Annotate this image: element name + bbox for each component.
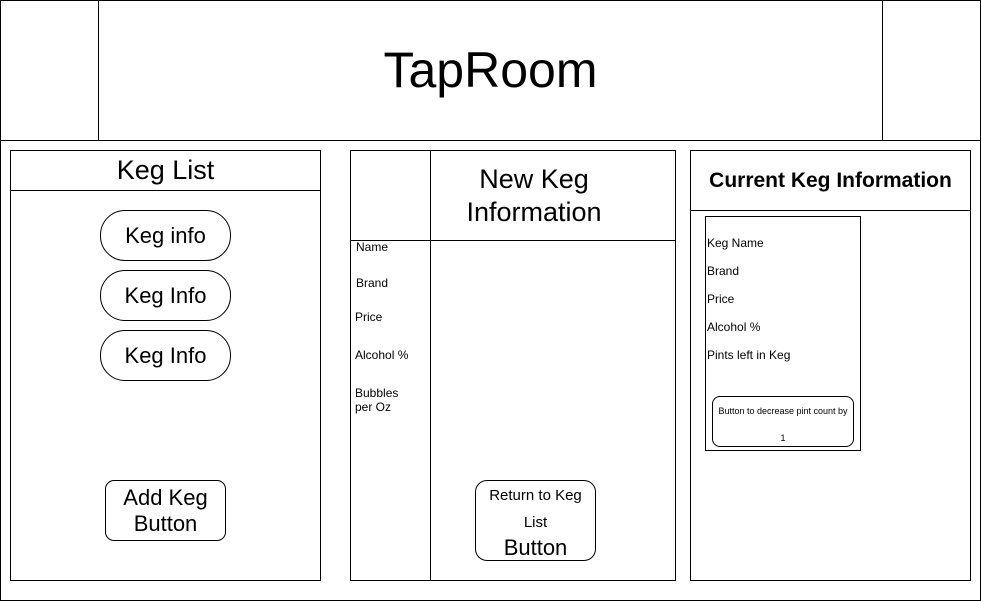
header-divider (0, 140, 981, 141)
current-keg-pints-label: Pints left in Keg (707, 348, 791, 362)
current-keg-alcohol-label: Alcohol % (707, 320, 761, 334)
new-keg-title-line1: New Keg (479, 163, 589, 194)
return-to-keg-list-button[interactable]: Return to Keg List Button (475, 480, 596, 561)
new-keg-title: New Keg Information (431, 151, 637, 240)
current-keg-name-label: Keg Name (707, 236, 764, 250)
decrease-pint-button[interactable]: Button to decrease pint count by 1 (712, 396, 854, 447)
new-keg-header-divider (350, 240, 676, 241)
keg-list-item[interactable]: Keg Info (100, 330, 231, 381)
new-keg-brand-label: Brand (356, 276, 389, 290)
header-right-divider (882, 0, 883, 140)
new-keg-price-label: Price (355, 310, 383, 324)
keg-list-divider (10, 190, 321, 191)
current-keg-header-divider (690, 210, 971, 211)
add-keg-button-label-line2: Button (133, 510, 198, 536)
new-keg-alcohol-label: Alcohol % (355, 348, 409, 362)
current-keg-brand-label: Brand (707, 264, 740, 278)
new-keg-bubbles-label: Bubbles per Oz (355, 386, 399, 414)
add-keg-button-label-line1: Add Keg (123, 484, 208, 510)
keg-list-item[interactable]: Keg Info (100, 270, 231, 321)
keg-list-item[interactable]: Keg info (100, 210, 231, 261)
return-button-label-small: Return to Keg List (489, 486, 582, 531)
keg-list-title: Keg List (116, 154, 215, 185)
return-button-label-big: Button (503, 534, 568, 560)
header-left-divider (98, 0, 99, 140)
current-keg-price-label: Price (707, 292, 735, 306)
page-title: TapRoom (383, 42, 598, 98)
add-keg-button[interactable]: Add Keg Button (105, 480, 226, 541)
new-keg-label-column-divider (430, 150, 431, 581)
new-keg-name-label: Name (356, 240, 389, 254)
current-keg-title: Current Keg Information (709, 168, 952, 192)
new-keg-title-line2: Information (466, 196, 602, 227)
